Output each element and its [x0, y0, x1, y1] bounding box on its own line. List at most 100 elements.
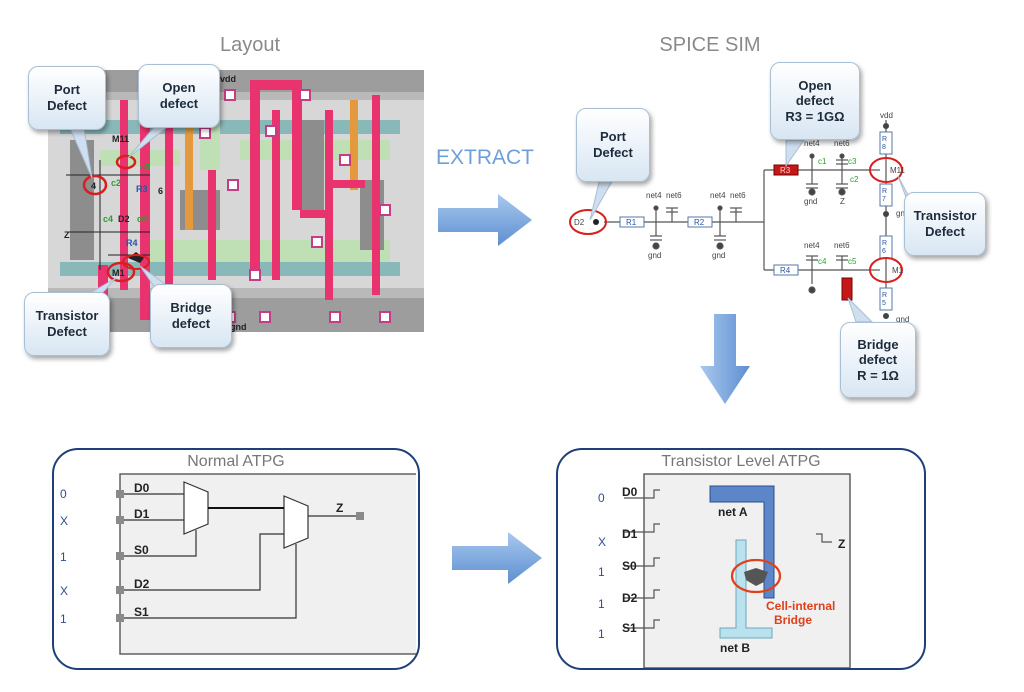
- tl-pin-d2: D2: [622, 591, 638, 605]
- layout-open-ring: [115, 154, 137, 170]
- layout-gnd-label: gnd: [230, 322, 247, 332]
- spice-gnd4: gnd: [896, 209, 909, 218]
- tl-val-d2: 1: [598, 597, 605, 611]
- net-a-label: net A: [718, 505, 748, 519]
- spice-vdd: vdd: [880, 111, 893, 120]
- spice-c3: c3: [848, 157, 857, 166]
- normal-pin-d1: D1: [134, 507, 150, 521]
- net-a-shape: [709, 485, 775, 599]
- tl-val-d1: X: [598, 535, 606, 549]
- normal-pin-d2: D2: [134, 577, 150, 591]
- layout-c4-label: c4: [103, 214, 113, 224]
- spice-d2-label: D2: [574, 218, 585, 227]
- layout-bridge-defect-callout: Bridge defect: [150, 284, 232, 348]
- spice-port-defect-callout: Port Defect: [576, 108, 650, 182]
- cell-internal-bridge-mark: [744, 568, 768, 586]
- layout-c3-label: c3: [140, 162, 150, 172]
- layout-node4-label: 4: [91, 181, 96, 191]
- layout-transistor-ring: [106, 261, 136, 283]
- spice-port-ring: [569, 209, 607, 235]
- extract-arrow: [438, 194, 532, 246]
- bridge-mark: [128, 252, 144, 263]
- spice-net4-b: net4: [710, 191, 726, 200]
- spice-r4-label: R4: [780, 266, 791, 275]
- normal-atpg-circuit: 0 X 1 X 1 D0 D1 S0 D2 S1 Z: [60, 473, 416, 655]
- bridge-ring: [730, 558, 782, 594]
- spice-open-defect-callout: Open defect R3 = 1GΩ: [770, 62, 860, 140]
- layout-vdd-label: vdd: [220, 74, 236, 84]
- transistor-atpg-circuit: net A net B Cell-internal Bridge 0 X 1 1…: [598, 473, 851, 668]
- spice-gnd2: gnd: [712, 251, 725, 260]
- tl-pin-s0: S0: [622, 559, 637, 573]
- layout-node6-label: 6: [158, 186, 163, 196]
- spice-z: Z: [840, 197, 845, 206]
- normal-val-d0: 0: [60, 487, 67, 501]
- spice-r2-label: R2: [694, 218, 705, 227]
- spice-net6-d: net6: [834, 241, 850, 250]
- spice-r3-label: R3: [780, 166, 791, 175]
- spice-sim-title: SPICE SIM: [659, 34, 761, 56]
- layout-title: Layout: [219, 34, 281, 56]
- spice-m11-ring: [869, 157, 903, 183]
- spice-m1-ring: [869, 257, 903, 283]
- normal-atpg-title: Normal ATPG: [187, 453, 285, 470]
- transistor-atpg-panel: [556, 448, 926, 670]
- spice-c1: c1: [818, 157, 827, 166]
- normal-val-d2: X: [60, 584, 68, 598]
- tl-val-d0: 0: [598, 491, 605, 505]
- atpg-arrow: [452, 532, 542, 584]
- layout-r3-label: R3: [136, 184, 148, 194]
- bridge-defect-resistor: [841, 277, 853, 301]
- normal-pin-z: Z: [336, 501, 343, 515]
- layout-m11-label: M11: [112, 134, 129, 144]
- layout-diagram: vdd gnd M11 M1 Z D2 R3 R4 4 6 c3 c5 c4 c…: [48, 70, 424, 332]
- tl-pin-d1: D1: [622, 527, 638, 541]
- layout-bridge-ring: [122, 254, 150, 270]
- layout-z-label: Z: [64, 230, 70, 240]
- net-b-label: net B: [720, 641, 750, 655]
- bridge-label-line1: Cell-internal: [766, 599, 835, 613]
- layout-port-ring: [82, 174, 108, 196]
- spice-c5: c5: [848, 257, 857, 266]
- net-b-shape: [719, 539, 773, 639]
- layout-c5-label: c5: [137, 214, 147, 224]
- normal-atpg-panel: [52, 448, 420, 670]
- spice-net4-a: net4: [646, 191, 662, 200]
- normal-val-d1: X: [60, 514, 68, 528]
- tl-pin-z: Z: [838, 537, 845, 551]
- layout-m1-label: M1: [112, 268, 125, 278]
- spice-c2: c2: [850, 175, 859, 184]
- spice-net6-b: net6: [730, 191, 746, 200]
- spice-net4-c: net4: [804, 139, 820, 148]
- layout-r4-label: R4: [126, 238, 138, 248]
- normal-val-s1: 1: [60, 612, 67, 626]
- spice-transistor-defect-callout: Transistor Defect: [904, 192, 986, 256]
- spice-c4: c4: [818, 257, 827, 266]
- spice-m11: M11: [890, 166, 906, 175]
- normal-pin-s1: S1: [134, 605, 149, 619]
- layout-transistor-defect-callout: Transistor Defect: [24, 292, 110, 356]
- tl-val-s1: 1: [598, 627, 605, 641]
- normal-pin-s0: S0: [134, 543, 149, 557]
- spice-gnd5: gnd: [896, 315, 909, 324]
- spice-r1-label: R1: [626, 218, 637, 227]
- tl-pin-s1: S1: [622, 621, 637, 635]
- normal-pin-d0: D0: [134, 481, 150, 495]
- spice-net4-d: net4: [804, 241, 820, 250]
- layout-port-defect-callout: Port Defect: [28, 66, 106, 130]
- bridge-label-line2: Bridge: [774, 613, 812, 627]
- layout-d2-label: D2: [118, 214, 130, 224]
- spice-m1: M1: [892, 266, 904, 275]
- spice-net6-c: net6: [834, 139, 850, 148]
- tl-pin-d0: D0: [622, 485, 638, 499]
- spice-gnd1: gnd: [648, 251, 661, 260]
- spice-net6-a: net6: [666, 191, 682, 200]
- tl-val-s0: 1: [598, 565, 605, 579]
- spice-bridge-defect-callout: Bridge defect R = 1Ω: [840, 322, 916, 398]
- layout-open-defect-callout: Open defect: [138, 64, 220, 128]
- spice-schematic: D2 R1 R2 R4 R3 net4 net6 net4 net6 gnd g…: [569, 111, 917, 324]
